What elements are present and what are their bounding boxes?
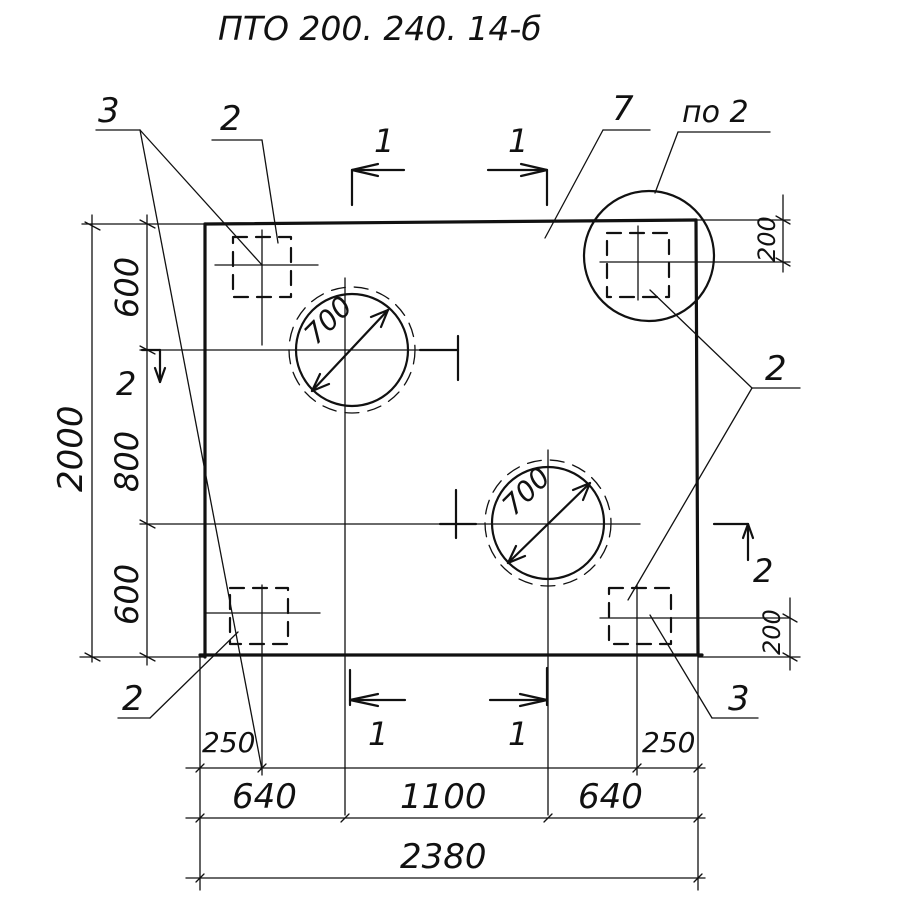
callout-po2-label: по 2 (682, 95, 749, 130)
callout-3-label: 3 (98, 91, 120, 131)
dim-1100-label: 1100 (400, 777, 487, 817)
section-2-marks (140, 348, 755, 562)
dim-640-label: 640 (232, 777, 297, 817)
section-1-label: 1 (508, 122, 528, 160)
dim-640-label: 640 (578, 777, 643, 817)
callout-2-label: 2 (122, 679, 144, 719)
left-dimension-lines (79, 214, 206, 666)
dim-200-label: 200 (758, 609, 786, 655)
drawing-title: ПТО 200. 240. 14-б (218, 9, 542, 48)
dim-600-label: 600 (108, 564, 146, 625)
section-2-label: 2 (753, 552, 773, 590)
section-1-bottom-marks (348, 666, 549, 708)
dim-800-label: 800 (108, 431, 146, 492)
section-1-label: 1 (374, 122, 394, 160)
bottom-dimension-lines (185, 654, 706, 891)
lifting-loop-top-left (214, 229, 319, 346)
section-1-label: 1 (368, 715, 388, 753)
lifting-loop-bottom-left (204, 584, 321, 776)
dim-250-label: 250 (202, 726, 255, 759)
dim-600-label: 600 (108, 257, 146, 318)
section-1-label: 1 (508, 715, 528, 753)
opening-upper-left (288, 286, 416, 414)
detail-callout-circle (582, 189, 716, 323)
lifting-loop-top-right (599, 225, 791, 301)
slab-outline (198, 218, 704, 659)
section-2-label: 2 (116, 365, 136, 403)
callout-3-label: 3 (728, 679, 750, 719)
center-lines (139, 277, 641, 816)
callout-2-label: 2 (765, 349, 787, 389)
callout-7-label: 7 (612, 89, 634, 129)
dim-250-label: 250 (642, 726, 695, 759)
opening-lower-right (484, 459, 612, 587)
dim-200-label: 200 (753, 216, 781, 262)
dim-2380-label: 2380 (400, 837, 487, 877)
lifting-loop-bottom-right (599, 584, 791, 776)
section-tick-marks (418, 334, 478, 540)
section-1-top-marks (350, 162, 549, 207)
hole-diameter-label: 700 (298, 290, 359, 351)
callout-2-label: 2 (220, 99, 242, 139)
leader-lines (95, 129, 801, 771)
dim-2000-label: 2000 (51, 405, 91, 492)
right-dimension-lines (695, 194, 801, 671)
